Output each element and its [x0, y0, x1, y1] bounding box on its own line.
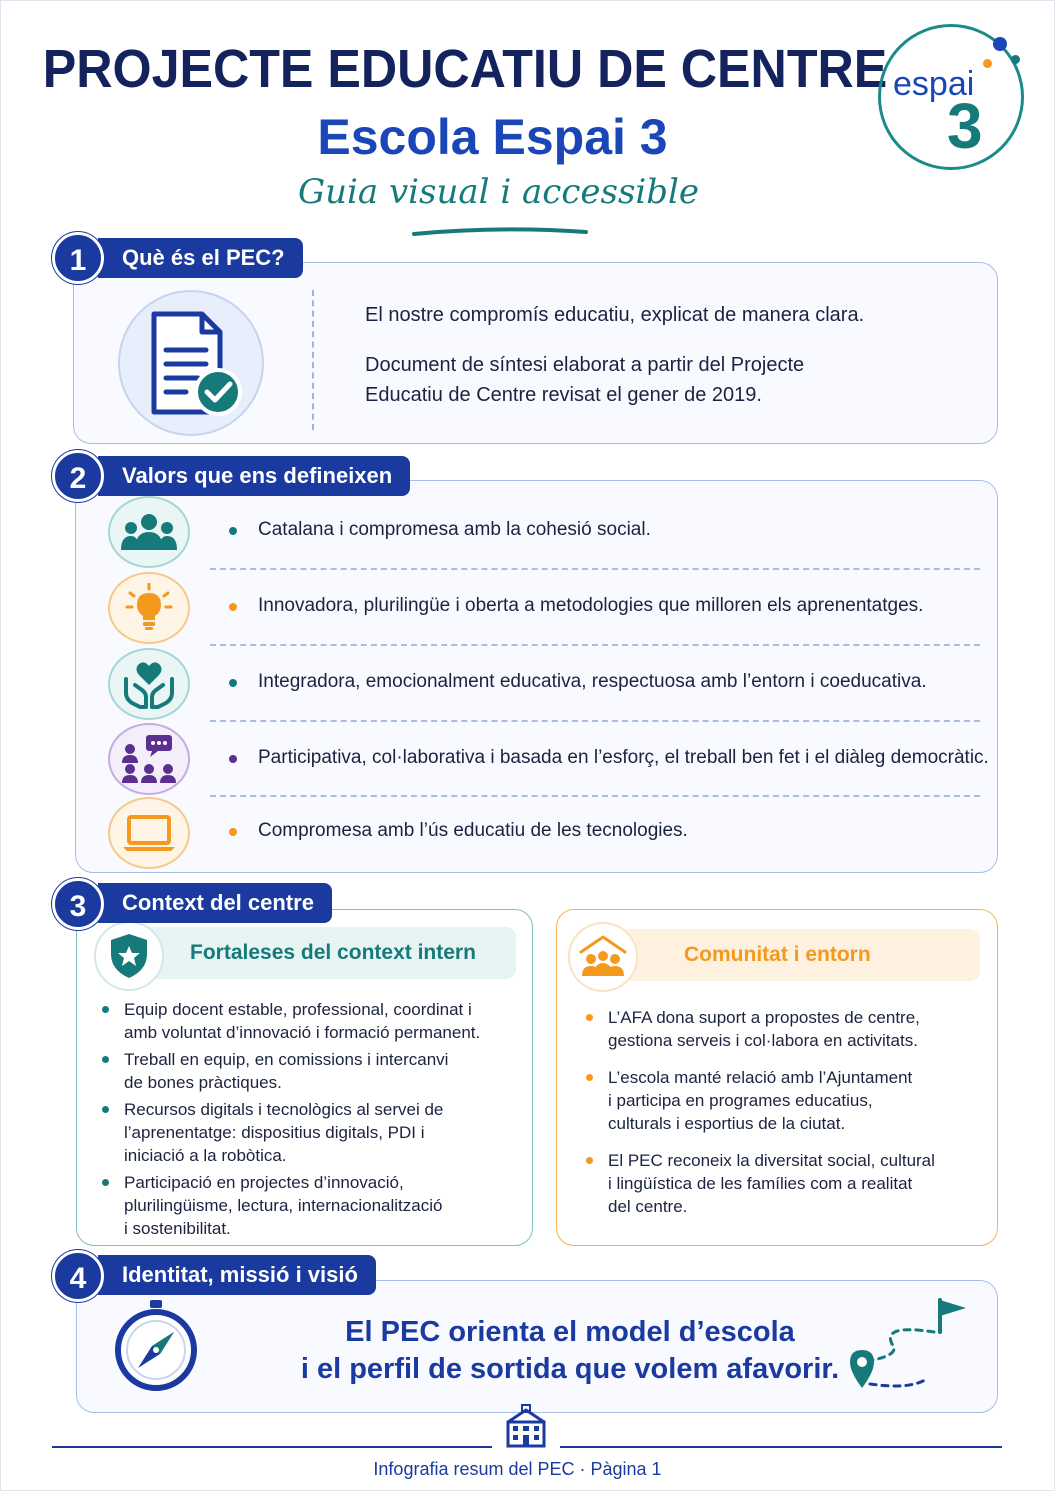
page-title: PROJECTE EDUCATIU DE CENTRE [42, 39, 888, 99]
section4-message-line2: i el perfil de sortida que volem afavori… [300, 1353, 840, 1385]
section4-heading: Identitat, missió i visió [98, 1255, 376, 1295]
list-item: L’escola manté relació amb l’Ajuntament i… [584, 1066, 984, 1135]
value-bullet [229, 828, 237, 836]
list-item-line: gestiona serveis i col·labora en activit… [608, 1031, 918, 1050]
list-item-line: de bones pràctiques. [124, 1073, 282, 1092]
list-item-line: El PEC reconeix la diversitat social, cu… [608, 1151, 935, 1170]
list-item: Equip docent estable, professional, coor… [100, 998, 520, 1044]
list-item-line: del centre. [608, 1197, 688, 1216]
community-title: Comunitat i entorn [594, 929, 980, 981]
section4-card [76, 1280, 998, 1413]
value-bullet [229, 527, 237, 535]
section1-description-line2: Educatiu de Centre revisat el gener de 2… [365, 384, 762, 406]
value-item: Participativa, col·laborativa i basada e… [258, 747, 989, 768]
list-item: Recursos digitals i tecnològics al serve… [100, 1098, 520, 1167]
list-item: El PEC reconeix la diversitat social, cu… [584, 1149, 984, 1218]
heart-hands-icon [108, 648, 190, 720]
compass-icon [115, 1300, 197, 1391]
school-building-icon [506, 1404, 546, 1448]
list-item-line: culturals i esportius de la ciutat. [608, 1114, 846, 1133]
list-bullet [102, 1006, 109, 1013]
logo-dot [1011, 55, 1020, 64]
value-bullet [229, 603, 237, 611]
value-divider [210, 720, 980, 722]
route-flag-icon [850, 1298, 966, 1388]
internal-context-title: Fortaleses del context intern [118, 927, 516, 979]
tagline-underline [412, 227, 588, 236]
value-divider [210, 644, 980, 646]
lightbulb-icon [108, 572, 190, 644]
list-item-line: amb voluntat d’innovació i formació perm… [124, 1023, 481, 1042]
logo-dot [983, 59, 992, 68]
logo-dot [993, 37, 1007, 51]
section3-number: 3 [52, 878, 104, 930]
list-item: Treball en equip, en comissions i interc… [100, 1048, 520, 1094]
internal-context-title-text: Fortaleses del context intern [190, 941, 476, 964]
footer-text: Infografia resum del PEC · Pàgina 1 [373, 1459, 662, 1479]
list-bullet [586, 1074, 593, 1081]
value-item: Compromesa amb l’ús educatiu de les tecn… [258, 820, 688, 841]
list-item-line: L’AFA dona suport a propostes de centre, [608, 1008, 920, 1027]
section2-number: 2 [52, 450, 104, 502]
list-bullet [102, 1106, 109, 1113]
list-bullet [102, 1056, 109, 1063]
logo-word: espai [893, 65, 975, 103]
section3-heading: Context del centre [98, 883, 332, 923]
school-name: Escola Espai 3 [317, 109, 668, 165]
list-item-line: plurilingüisme, lectura, internacionalit… [124, 1196, 443, 1215]
laptop-icon [108, 797, 190, 869]
list-item-line: Recursos digitals i tecnològics al serve… [124, 1100, 444, 1119]
list-bullet [102, 1179, 109, 1186]
list-item-line: Equip docent estable, professional, coor… [124, 1000, 472, 1019]
list-item-line: i lingüística de les famílies com a real… [608, 1174, 913, 1193]
section1-heading: Què és el PEC? [98, 238, 303, 278]
value-item: Catalana i compromesa amb la cohesió soc… [258, 519, 651, 540]
footer-line-left [52, 1446, 492, 1448]
section1-description-line1: Document de síntesi elaborat a partir de… [365, 354, 805, 376]
value-item: Integradora, emocionalment educativa, re… [258, 671, 927, 692]
section4-number: 4 [52, 1250, 104, 1302]
list-item-line: iniciació a la robòtica. [124, 1146, 287, 1165]
list-item: Participació en projectes d’innovació, pl… [100, 1171, 520, 1240]
value-bullet [229, 679, 237, 687]
section1-number: 1 [52, 232, 104, 284]
logo-number: 3 [947, 90, 983, 162]
footer-line-right [560, 1446, 1002, 1448]
list-item-line: Participació en projectes d’innovació, [124, 1173, 404, 1192]
espai3-logo: espai 3 [878, 24, 1024, 170]
community-list: L’AFA dona suport a propostes de centre,… [584, 1006, 984, 1232]
shield-star-icon [94, 921, 164, 991]
list-item: L’AFA dona suport a propostes de centre,… [584, 1006, 984, 1052]
list-bullet [586, 1014, 593, 1021]
document-check-icon [118, 290, 264, 436]
section2-card [75, 480, 998, 873]
section1-divider [312, 290, 314, 430]
tagline: Guia visual i accessible [297, 172, 700, 212]
community-house-icon [568, 922, 638, 992]
value-divider [210, 568, 980, 570]
value-divider [210, 795, 980, 797]
value-item: Innovadora, plurilingüe i oberta a metod… [258, 595, 924, 616]
internal-context-list: Equip docent estable, professional, coor… [100, 998, 520, 1244]
section4-message-line1: El PEC orienta el model d’escola [345, 1316, 795, 1348]
section2-heading: Valors que ens defineixen [98, 456, 411, 496]
list-item-line: i participa en programes educatius, [608, 1091, 873, 1110]
list-item-line: Treball en equip, en comissions i interc… [124, 1050, 449, 1069]
list-item-line: L’escola manté relació amb l’Ajuntament [608, 1068, 913, 1087]
value-bullet [229, 755, 237, 763]
list-item-line: l’aprenentatge: dispositius digitals, PD… [124, 1123, 425, 1142]
list-item-line: i sostenibilitat. [124, 1219, 231, 1238]
section1-intro: El nostre compromís educatiu, explicat d… [365, 304, 865, 326]
list-bullet [586, 1157, 593, 1164]
community-title-text: Comunitat i entorn [684, 943, 871, 966]
dialogue-group-icon [108, 723, 190, 795]
community-icon [108, 496, 190, 568]
